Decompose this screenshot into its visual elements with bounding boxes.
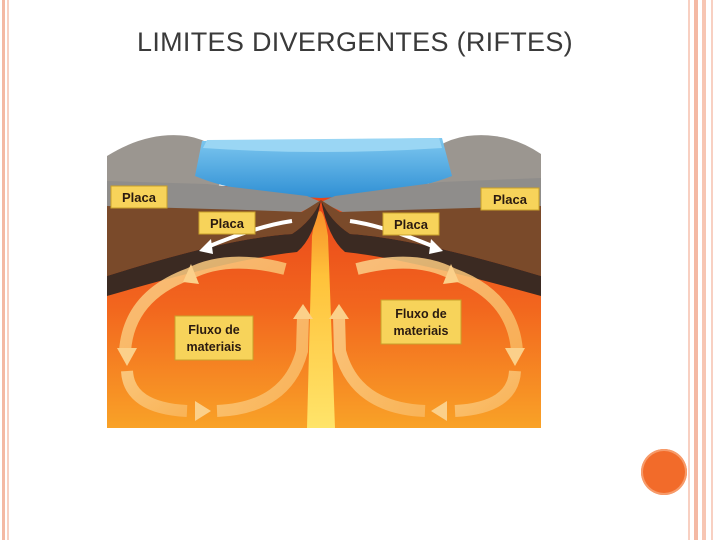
border-stripe [711,0,713,540]
slide-title: LIMITES DIVERGENTES (RIFTES) [0,27,710,58]
svg-text:Fluxo de: Fluxo de [188,323,239,337]
slide-border-right [686,0,720,540]
svg-text:Fluxo de: Fluxo de [395,307,446,321]
svg-text:Placa: Placa [210,216,245,231]
label-flow-right: Fluxo de materiais [381,300,461,344]
border-stripe [2,0,5,540]
label-plate-lower-right: Placa [383,213,439,235]
ocean-surface [203,138,442,152]
label-plate-upper-left: Placa [111,186,167,208]
svg-text:Placa: Placa [394,217,429,232]
slide-border-left [0,0,12,540]
decorative-circle [641,449,687,495]
svg-text:materiais: materiais [394,324,449,338]
label-flow-left: Fluxo de materiais [175,316,253,360]
border-stripe [688,0,690,540]
svg-text:Placa: Placa [122,190,157,205]
label-plate-lower-left: Placa [199,212,255,234]
divergent-boundary-diagram: Placa Placa Placa Placa Fluxo de materia… [107,126,541,428]
svg-text:materiais: materiais [187,340,242,354]
border-stripe [702,0,706,540]
label-plate-upper-right: Placa [481,188,539,210]
border-stripe [694,0,698,540]
border-stripe [7,0,9,540]
svg-text:Placa: Placa [493,192,528,207]
